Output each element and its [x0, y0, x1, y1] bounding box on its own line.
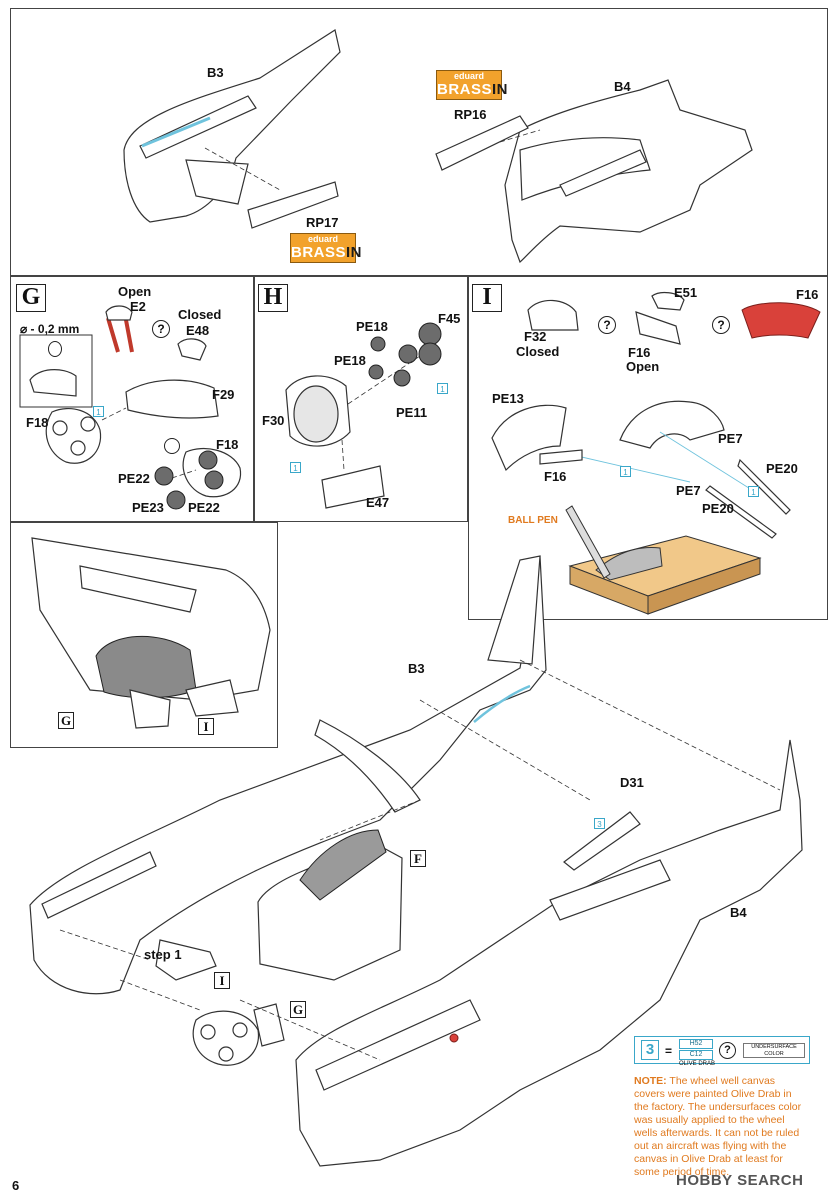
label-b4-top: B4 — [614, 79, 631, 94]
ref-g-inset: G — [58, 712, 74, 729]
step-h-parts — [285, 322, 442, 509]
legend-code-h52: H52 — [679, 1039, 713, 1049]
label-f16-a: F16 — [796, 287, 819, 302]
question-icon-i-b: ? — [712, 316, 730, 334]
note-text-block: NOTE: The wheel well canvas covers were … — [634, 1075, 806, 1179]
callout-1-h-b: 1 — [290, 462, 301, 473]
label-e51: E51 — [674, 285, 698, 300]
cockpit-assembly — [257, 829, 403, 981]
watermark: HOBBY SEARCH — [676, 1172, 804, 1189]
label-f16-b: F16 — [628, 345, 651, 360]
brassin-logo-bottom: eduard BRASSIN — [290, 233, 363, 263]
label-pe7-a: PE7 — [718, 431, 743, 446]
label-f18-a: F18 — [26, 415, 49, 430]
step-h-badge: H — [258, 284, 288, 312]
callout-3: 3 — [594, 818, 605, 829]
label-f30: F30 — [262, 413, 285, 428]
label-pe18-b: PE18 — [334, 353, 366, 368]
label-closed: Closed — [178, 307, 222, 322]
inset-fuselage-detail — [31, 537, 271, 729]
label-f32: F32 — [524, 329, 547, 344]
label-open: Open — [118, 284, 152, 299]
legend-codes: H52 C12 OLIVE DRAB — [679, 1039, 716, 1068]
label-closed-i: Closed — [516, 344, 560, 359]
label-b4-main: B4 — [730, 905, 747, 920]
label-pe18-a: PE18 — [356, 319, 388, 334]
step-i-panel — [468, 276, 828, 620]
legend-code-c12: C12 — [679, 1050, 713, 1060]
label-rp16: RP16 — [454, 107, 487, 122]
ball-pen-icon — [568, 500, 576, 508]
step-i-badge: I — [472, 284, 502, 312]
b3-fuselage-top — [123, 29, 341, 229]
label-diameter: ⌀ - 0,2 mm — [20, 322, 80, 336]
label-e47: E47 — [366, 495, 390, 510]
label-e48: E48 — [186, 323, 210, 338]
legend-undersurface: UNDERSURFACE COLOR — [743, 1043, 805, 1058]
legend-num: 3 — [641, 1040, 659, 1060]
label-pe20-b: PE20 — [702, 501, 734, 516]
label-pe22-a: PE22 — [118, 471, 150, 486]
step-i-parts — [491, 291, 821, 615]
label-pe20-a: PE20 — [766, 461, 798, 476]
callout-1-i-a: 1 — [620, 466, 631, 477]
b4-fuselage-top — [435, 79, 753, 263]
label-pe13: PE13 — [492, 391, 524, 406]
callout-1-h-a: 1 — [437, 383, 448, 394]
label-rp17: RP17 — [306, 215, 339, 230]
label-b3-top: B3 — [207, 65, 224, 80]
top-panel — [10, 8, 828, 276]
brassin-logo-top: eduard BRASSIN — [436, 70, 509, 100]
page-number: 6 — [12, 1178, 20, 1193]
ref-g-main: G — [290, 1001, 306, 1018]
question-icon-i-a: ? — [598, 316, 616, 334]
label-open-i: Open — [626, 359, 660, 374]
label-f18-b: F18 — [216, 437, 239, 452]
label-pe23: PE23 — [132, 500, 164, 515]
legend-eq: = — [665, 1044, 673, 1058]
label-pe22-b: PE22 — [188, 500, 220, 515]
main-fuselage-b4 — [295, 739, 803, 1167]
label-e2: E2 — [130, 299, 146, 314]
note-label: NOTE: — [634, 1075, 667, 1087]
label-step1: step 1 — [144, 947, 182, 962]
label-b3-main: B3 — [408, 661, 425, 676]
question-icon: ? — [152, 320, 170, 338]
main-fuselage-b3 — [29, 555, 547, 995]
step-h-panel — [254, 276, 468, 522]
step-g-panel — [10, 276, 254, 522]
label-pe11: PE11 — [396, 405, 428, 420]
ref-i-inset: I — [198, 718, 214, 735]
ref-i-main: I — [214, 972, 230, 989]
legend-color-name: OLIVE DRAB — [679, 1061, 716, 1067]
label-pe7-b: PE7 — [676, 483, 701, 498]
callout-1-g: 1 — [93, 406, 104, 417]
label-f29: F29 — [212, 387, 235, 402]
label-ball-pen: BALL PEN — [508, 515, 558, 526]
paint-drop-icon — [48, 341, 62, 357]
ref-f-main: F — [410, 850, 426, 867]
detail-inset-panel — [10, 522, 278, 748]
callout-1-i-b: 1 — [748, 486, 759, 497]
step-g-badge: G — [16, 284, 46, 312]
main-small-parts — [59, 659, 781, 1066]
color-legend: 3 = H52 C12 OLIVE DRAB ? UNDERSURFACE CO… — [634, 1036, 810, 1067]
label-f45: F45 — [438, 311, 461, 326]
legend-question-icon: ? — [719, 1042, 736, 1059]
note-body: The wheel well canvas covers were painte… — [634, 1075, 802, 1178]
rotate-icon — [164, 438, 180, 454]
label-d31: D31 — [620, 775, 644, 790]
label-f16-c: F16 — [544, 469, 567, 484]
